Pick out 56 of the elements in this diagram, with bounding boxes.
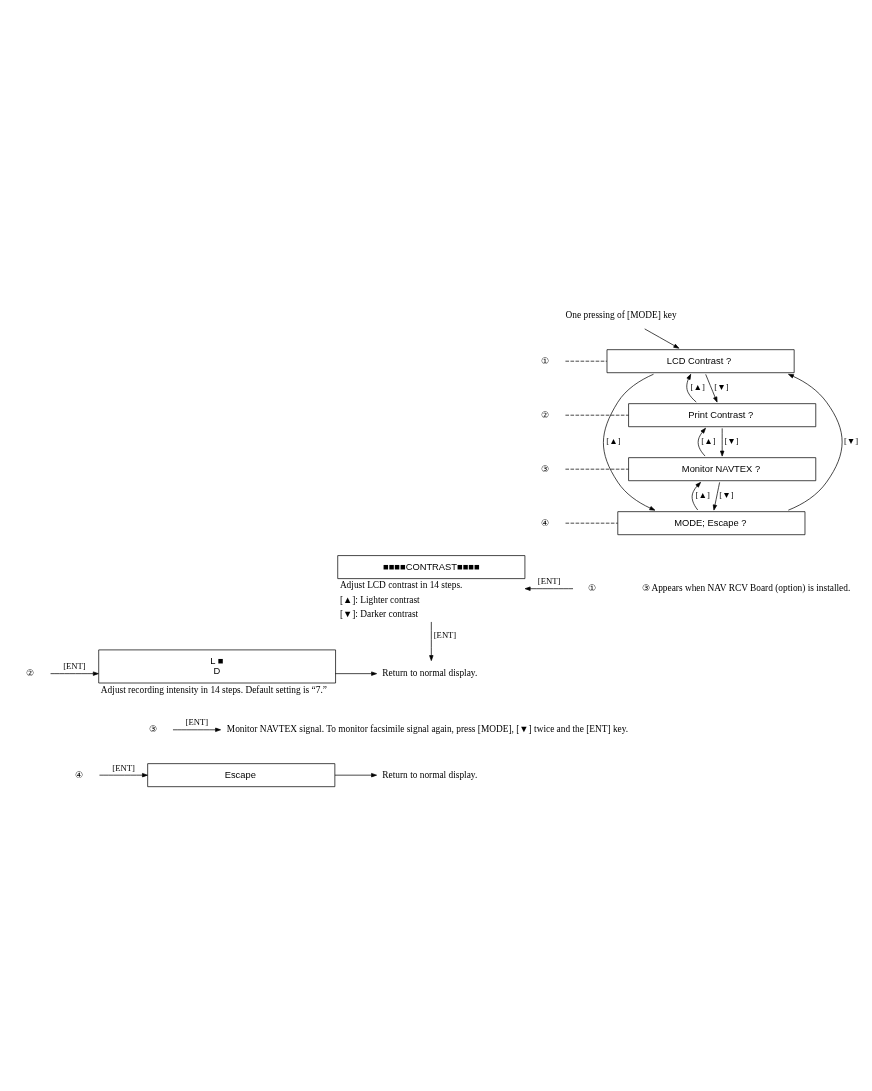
connector	[565, 522, 618, 524]
node-text: Monitor NAVTEX signal. To monitor facsimile signal again, press [MODE], [▼] twice and the [ENT] key.	[226, 724, 629, 735]
node-text: ④	[75, 769, 84, 780]
node-text: One pressing of [MODE] key	[565, 310, 677, 321]
node-text: ①	[587, 583, 596, 594]
node-text: ③	[148, 724, 157, 735]
node-text: ④	[541, 517, 550, 528]
connector	[565, 468, 629, 470]
node-box: L ■ D	[98, 649, 336, 684]
arrow	[603, 373, 656, 511]
node-label: Adjust recording intensity in 14 steps. Default setting is “7.”	[100, 684, 327, 695]
arrow	[524, 586, 574, 591]
edge-label: [ENT]	[185, 717, 209, 728]
edge-label: [▼]	[843, 436, 859, 447]
node-label: [▼]: Darker contrast	[339, 609, 419, 620]
arrow	[172, 727, 221, 732]
node-box: Monitor NAVTEX ?	[628, 457, 817, 482]
node-text: Return to normal display.	[382, 668, 478, 679]
arrow	[429, 621, 434, 661]
arrow	[334, 773, 377, 778]
node-box: ■■■■CONTRAST■■■■	[337, 555, 526, 579]
arrow	[50, 671, 99, 676]
node-text: ③	[541, 463, 550, 474]
arrow	[712, 482, 720, 511]
arrow	[686, 373, 697, 403]
node-text: ①	[541, 355, 550, 366]
arrow	[644, 328, 680, 349]
arrow	[787, 373, 843, 511]
node-box: MODE; Escape ?	[617, 511, 806, 536]
edge-label: [ENT]	[112, 762, 135, 773]
arrow	[99, 773, 148, 778]
node-text: ②	[541, 409, 550, 420]
edge-label: [▼]	[724, 436, 739, 447]
node-box: LCD Contrast ?	[606, 349, 795, 374]
node-label: [▲]: Lighter contrast	[339, 594, 420, 605]
arrow	[691, 482, 701, 511]
edge-label: [ENT]	[433, 630, 457, 641]
label: ③ Appears when NAV RCV Board (option) is installed.	[641, 583, 851, 594]
node-text: ②	[26, 668, 35, 679]
edge-label: [ENT]	[63, 661, 86, 672]
node-text: Return to normal display.	[382, 769, 478, 780]
edge-label: [▲]	[701, 436, 716, 447]
edge-label: [▲]	[695, 490, 710, 501]
edge-label: [▲]	[690, 382, 705, 393]
arrow	[335, 671, 377, 676]
edge-label: [ENT]	[537, 576, 561, 587]
node-box: Escape	[147, 763, 336, 788]
edge-label: [▼]	[719, 490, 734, 501]
node-box: Print Contrast ?	[628, 403, 817, 428]
edge-label: [▼]	[714, 382, 729, 393]
arrow	[697, 427, 706, 457]
connector	[565, 414, 629, 416]
node-label: Adjust LCD contrast in 14 steps.	[339, 580, 463, 591]
arrow	[720, 428, 725, 457]
edge-label: [▲]	[606, 436, 621, 447]
arrow	[705, 374, 718, 403]
